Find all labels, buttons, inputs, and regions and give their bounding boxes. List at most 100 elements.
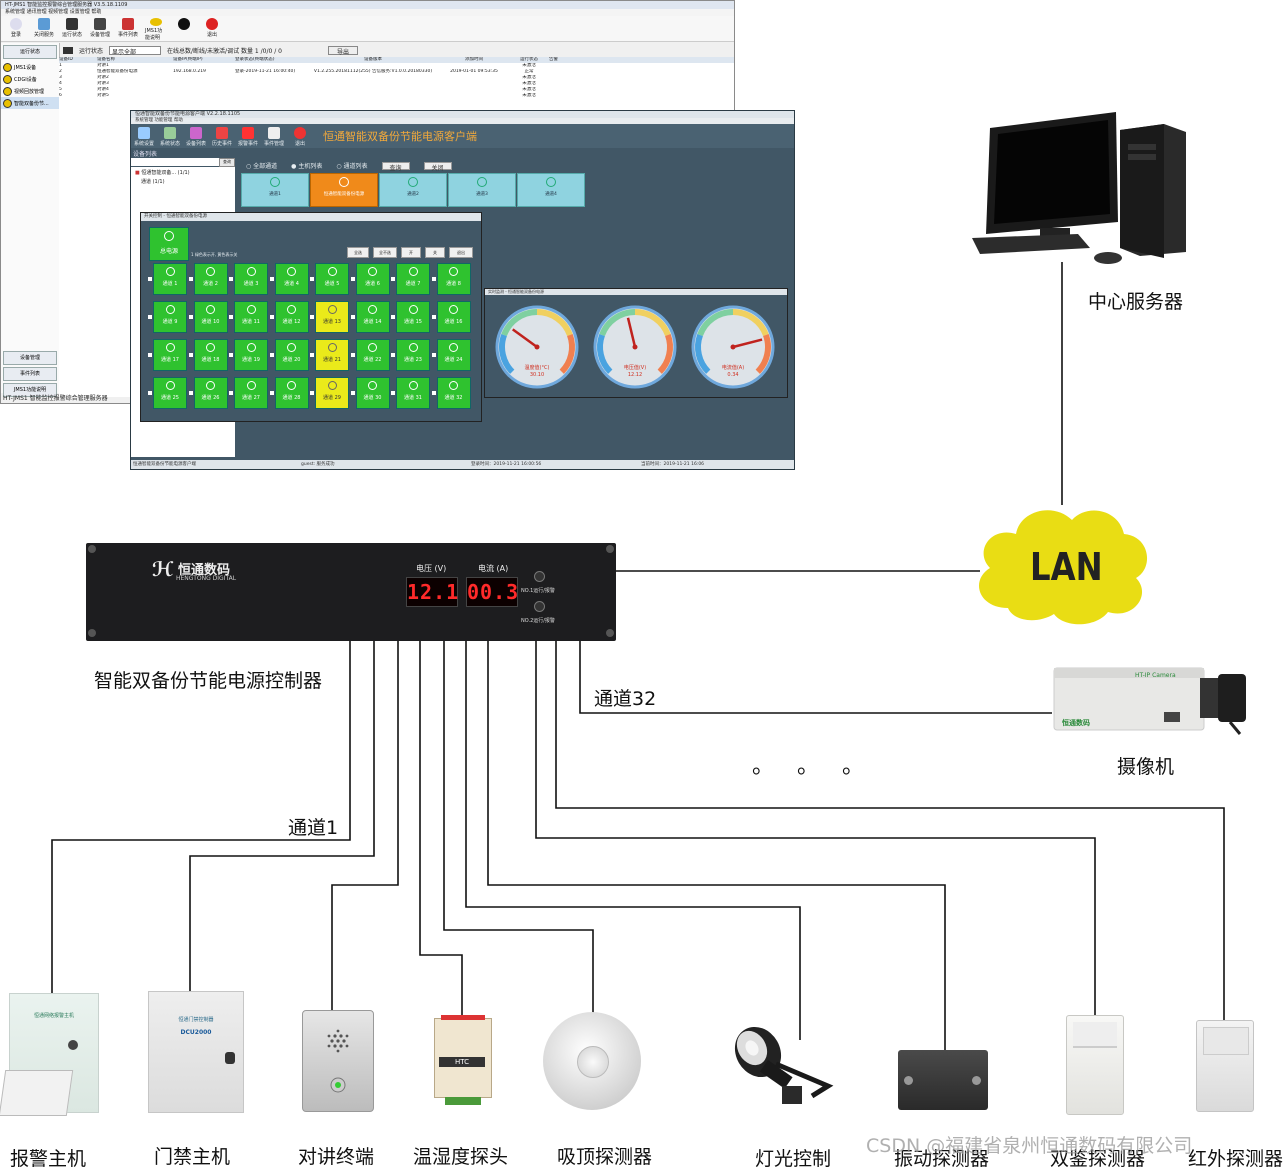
channel-switch-25[interactable]: 通道 25 bbox=[148, 377, 187, 409]
off-button[interactable]: 关 bbox=[425, 247, 445, 258]
sidebar-event-list-button[interactable]: 事件列表 bbox=[3, 367, 57, 381]
sidebar-help-button[interactable]: JMS1功能说明 bbox=[3, 383, 57, 397]
checkbox[interactable] bbox=[229, 391, 233, 395]
checkbox[interactable] bbox=[188, 277, 193, 281]
checkbox[interactable] bbox=[188, 315, 193, 319]
channel-switch-19[interactable]: 通道 19 bbox=[229, 339, 268, 371]
channel-switch-4[interactable]: 通道 4 bbox=[269, 263, 309, 295]
channel-switch-24[interactable]: 通道 24 bbox=[431, 339, 471, 371]
channel-switch-2[interactable]: 通道 2 bbox=[188, 263, 228, 295]
toolbar-device-button[interactable]: 设备管理 bbox=[89, 16, 111, 41]
toolbar-status-button[interactable]: 运行状态 bbox=[61, 16, 83, 41]
toolbar-c-button[interactable] bbox=[173, 16, 195, 41]
sidebar-run-status-button[interactable]: 运行状态 bbox=[3, 45, 57, 59]
search-button[interactable]: 查询 bbox=[219, 158, 235, 167]
menu-bar[interactable]: 系统管理 通讯管理 视频管理 设置管理 帮助 bbox=[1, 9, 734, 16]
channel-switch-18[interactable]: 通道 18 bbox=[188, 339, 228, 371]
toolbar-events-button[interactable]: 事件管理 bbox=[263, 125, 285, 147]
checkbox[interactable] bbox=[148, 353, 152, 357]
channel-switch-29[interactable]: 通道 29 bbox=[310, 377, 349, 409]
checkbox[interactable] bbox=[269, 315, 274, 319]
tree-item-channel[interactable]: 通道 (1/1) bbox=[141, 179, 165, 185]
channel-switch-28[interactable]: 通道 28 bbox=[269, 377, 309, 409]
checkbox[interactable] bbox=[391, 391, 395, 395]
channel-switch-21[interactable]: 通道 21 bbox=[310, 339, 349, 371]
checkbox[interactable] bbox=[310, 277, 314, 281]
toolbar-close-service-button[interactable]: 关闭服务 bbox=[33, 16, 55, 41]
search-input[interactable] bbox=[131, 158, 235, 166]
channel-switch-8[interactable]: 通道 8 bbox=[431, 263, 471, 295]
channel-switch-11[interactable]: 通道 11 bbox=[229, 301, 268, 333]
checkbox[interactable] bbox=[391, 315, 395, 319]
checkbox[interactable] bbox=[229, 277, 233, 281]
query-button[interactable]: 查询 bbox=[381, 161, 410, 172]
channel-switch-27[interactable]: 通道 27 bbox=[229, 377, 268, 409]
sidebar-item-jms1[interactable]: JMS1设备 bbox=[1, 61, 59, 73]
checkbox[interactable] bbox=[431, 353, 436, 357]
sidebar-item-backup[interactable]: 智能双备份节... bbox=[1, 97, 59, 109]
toolbar-device-list-button[interactable]: 设备列表 bbox=[185, 125, 207, 147]
toolbar-status-button[interactable]: 系统状态 bbox=[159, 125, 181, 147]
toolbar-help-button[interactable]: JMS1功能说明 bbox=[145, 16, 167, 41]
radio-channel[interactable]: ○ 通道列表 bbox=[336, 163, 368, 170]
sidebar-item-cdgi[interactable]: CDGI设备 bbox=[1, 73, 59, 85]
checkbox[interactable] bbox=[229, 315, 233, 319]
channel-switch-9[interactable]: 通道 9 bbox=[148, 301, 187, 333]
sidebar-item-video[interactable]: 视频回放管理 bbox=[1, 85, 59, 97]
filter-select[interactable]: 显示全部 bbox=[109, 46, 162, 56]
channel-card-3[interactable]: 通道3 bbox=[448, 173, 516, 207]
select-all-button[interactable]: 全选 bbox=[347, 247, 369, 258]
sidebar-device-manage-button[interactable]: 设备管理 bbox=[3, 351, 57, 365]
checkbox[interactable] bbox=[350, 353, 355, 357]
checkbox[interactable] bbox=[148, 315, 152, 319]
channel-card-4[interactable]: 通道4 bbox=[517, 173, 585, 207]
channel-card-1[interactable]: 通道1 bbox=[241, 173, 309, 207]
checkbox[interactable] bbox=[310, 391, 314, 395]
radio-all[interactable]: ○ 全部通道 bbox=[246, 163, 278, 170]
menu-bar[interactable]: 系统管理 功能管理 帮助 bbox=[131, 118, 794, 124]
checkbox[interactable] bbox=[148, 277, 152, 281]
toolbar-exit-button[interactable]: 退出 bbox=[289, 125, 311, 147]
channel-switch-1[interactable]: 通道 1 bbox=[148, 263, 187, 295]
toolbar-settings-button[interactable]: 系统设置 bbox=[133, 125, 155, 147]
toolbar-alarm-button[interactable]: 报警事件 bbox=[237, 125, 259, 147]
checkbox[interactable] bbox=[431, 391, 436, 395]
exit-button[interactable]: 退出 bbox=[449, 247, 473, 258]
channel-switch-30[interactable]: 通道 30 bbox=[350, 377, 390, 409]
channel-switch-13[interactable]: 通道 13 bbox=[310, 301, 349, 333]
checkbox[interactable] bbox=[269, 277, 274, 281]
channel-switch-7[interactable]: 通道 7 bbox=[391, 263, 430, 295]
channel-switch-16[interactable]: 通道 16 bbox=[431, 301, 471, 333]
tree-item-device[interactable]: ■ 恒通智能双备... (1/1) bbox=[135, 170, 190, 176]
channel-switch-26[interactable]: 通道 26 bbox=[188, 377, 228, 409]
channel-switch-31[interactable]: 通道 31 bbox=[391, 377, 430, 409]
checkbox[interactable] bbox=[350, 277, 355, 281]
checkbox[interactable] bbox=[188, 353, 193, 357]
toolbar-events-button[interactable]: 事件列表 bbox=[117, 16, 139, 41]
checkbox[interactable] bbox=[229, 353, 233, 357]
channel-switch-6[interactable]: 通道 6 bbox=[350, 263, 390, 295]
checkbox[interactable] bbox=[350, 391, 355, 395]
on-button[interactable]: 开 bbox=[401, 247, 421, 258]
toolbar-login-button[interactable]: 登录 bbox=[5, 16, 27, 41]
channel-switch-17[interactable]: 通道 17 bbox=[148, 339, 187, 371]
channel-switch-32[interactable]: 通道 32 bbox=[431, 377, 471, 409]
close-button[interactable]: 关闭 bbox=[423, 161, 452, 172]
channel-switch-3[interactable]: 通道 3 bbox=[229, 263, 268, 295]
channel-card-2[interactable]: 通道2 bbox=[379, 173, 447, 207]
channel-switch-12[interactable]: 通道 12 bbox=[269, 301, 309, 333]
channel-card-backup-power[interactable]: 恒通智能双备份电源 bbox=[310, 173, 378, 207]
toolbar-exit-button[interactable]: 退出 bbox=[201, 16, 223, 41]
checkbox[interactable] bbox=[350, 315, 355, 319]
channel-switch-22[interactable]: 通道 22 bbox=[350, 339, 390, 371]
channel-switch-10[interactable]: 通道 10 bbox=[188, 301, 228, 333]
toolbar-history-button[interactable]: 历史事件 bbox=[211, 125, 233, 147]
checkbox[interactable] bbox=[188, 391, 193, 395]
channel-switch-23[interactable]: 通道 23 bbox=[391, 339, 430, 371]
checkbox[interactable] bbox=[269, 353, 274, 357]
